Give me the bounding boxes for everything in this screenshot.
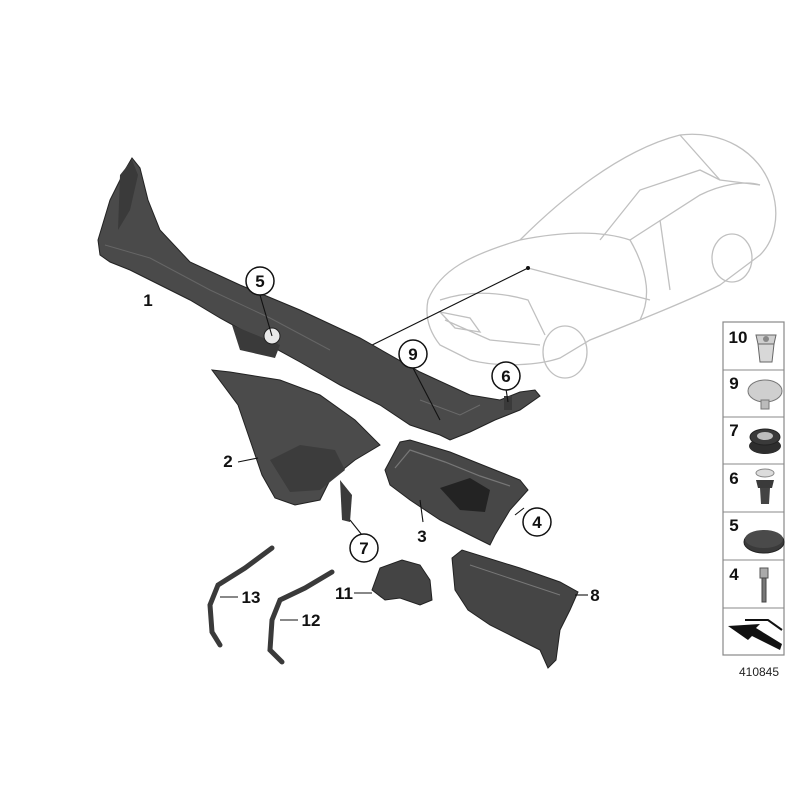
side-label-9: 9 [729, 374, 738, 393]
leader-car [361, 267, 529, 351]
callout-6: 6 [491, 361, 521, 391]
svg-text:5: 5 [255, 272, 264, 291]
leader-car-dot [526, 266, 530, 270]
push-rivet-icon [755, 334, 777, 363]
side-label-6: 6 [729, 469, 738, 488]
callout-5: 5 [245, 266, 275, 296]
diagram-number: 410845 [739, 665, 779, 679]
callout-9: 9 [398, 339, 428, 369]
label-12: 12 [302, 611, 321, 630]
label-1: 1 [143, 291, 152, 310]
cowl-panel-part-1 [97, 157, 541, 441]
panel-part-8 [451, 549, 579, 669]
bracket-part-11 [371, 559, 433, 606]
svg-text:6: 6 [501, 367, 510, 386]
svg-text:9: 9 [408, 345, 417, 364]
panel-part-3 [384, 439, 529, 546]
label-13: 13 [242, 588, 261, 607]
fastener-panel: 10 9 7 6 5 [722, 321, 785, 656]
expansion-rivet-icon [755, 468, 775, 504]
grommet-icon [749, 428, 781, 454]
label-8: 8 [590, 586, 599, 605]
panel-part-2 [210, 369, 381, 522]
callout-7: 7 [349, 533, 379, 563]
bracket-part-13 [207, 545, 275, 648]
svg-text:4: 4 [532, 513, 542, 532]
label-11: 11 [335, 584, 353, 603]
side-label-10: 10 [729, 328, 748, 347]
side-label-5: 5 [729, 516, 738, 535]
leader-lines [220, 294, 588, 621]
bracket-part-12 [267, 569, 335, 665]
label-2: 2 [223, 452, 232, 471]
svg-text:7: 7 [359, 539, 368, 558]
blind-plug-icon [743, 530, 785, 554]
side-label-4: 4 [729, 565, 739, 584]
side-label-7: 7 [729, 421, 738, 440]
blind-rivet-icon [759, 567, 769, 603]
label-3: 3 [417, 527, 426, 546]
mushroom-clip-icon [747, 379, 783, 410]
callout-4: 4 [522, 507, 552, 537]
arrow-direction-icon [728, 619, 783, 650]
